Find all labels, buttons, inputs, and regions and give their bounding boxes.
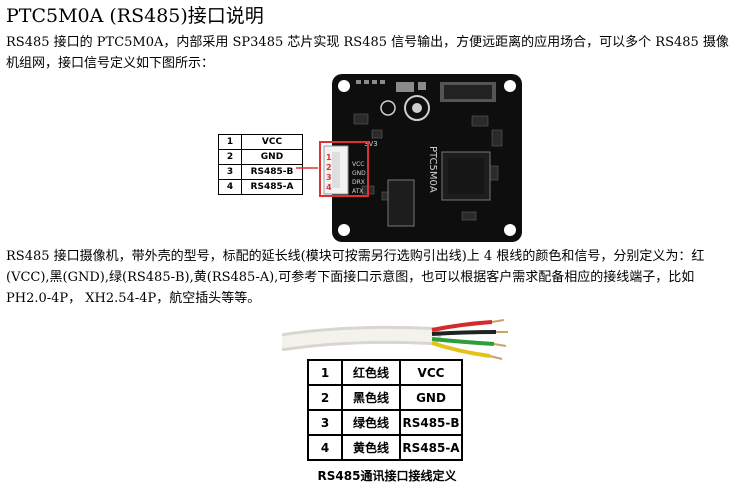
- wire-signal: RS485-A: [399, 434, 463, 461]
- pin-definition-table: 1 VCC 2 GND 3 RS485-B 4 RS485-A: [218, 134, 303, 195]
- wire-color: 红色线: [341, 359, 401, 386]
- wire-color: 黑色线: [341, 384, 401, 411]
- wire-paragraph: RS485 接口摄像机，带外壳的型号，标配的延长线(模块可按需另行选购引出线)上…: [6, 249, 705, 306]
- wire-signal: GND: [399, 384, 463, 411]
- wire-color: 黄色线: [341, 434, 401, 461]
- wire-table-caption: RS485通讯接口接线定义: [317, 469, 457, 483]
- green-wire: [431, 337, 495, 346]
- table-row: 4 黄色线 RS485-A: [307, 434, 463, 461]
- black-wire: [431, 330, 497, 336]
- silk-3v3: 3V3: [364, 140, 378, 148]
- extension-cable-image: [275, 312, 512, 370]
- table-row: 4 RS485-A: [218, 179, 303, 195]
- header-pads: [356, 80, 426, 92]
- wire-signal: VCC: [399, 359, 463, 386]
- mounting-hole: [504, 224, 516, 236]
- cable-drawing: [275, 319, 508, 360]
- copper-ends: [489, 319, 508, 360]
- table-row: 2 GND: [218, 149, 303, 165]
- pin-number: 1: [218, 134, 242, 150]
- gear-icon: [404, 95, 430, 121]
- pin-signal: RS485-A: [241, 179, 303, 195]
- yellow-wire: [431, 341, 491, 358]
- camera-board-drawing: PTC5M0A 3V3 VCC GND DRX ATX 1 2 3 4: [296, 74, 522, 242]
- wire-color: 绿色线: [341, 409, 401, 436]
- pin-number: 2: [218, 149, 242, 165]
- wire-number: 4: [307, 434, 343, 461]
- mounting-hole: [338, 80, 350, 92]
- camera-board-image: PTC5M0A 3V3 VCC GND DRX ATX 1 2 3 4: [292, 70, 524, 246]
- table-row: 1 红色线 VCC: [307, 359, 463, 386]
- wire-number: 1: [307, 359, 343, 386]
- pin-label: 2: [326, 163, 332, 172]
- connector-highlight: [319, 141, 369, 197]
- intro-paragraph: RS485 接口的 PTC5M0A，内部采用 SP3485 芯片实现 RS485…: [6, 35, 729, 71]
- wire-number: 3: [307, 409, 343, 436]
- red-wire: [431, 320, 493, 332]
- silk-atx: ATX: [352, 188, 363, 195]
- pin-label: 3: [326, 173, 332, 182]
- mounting-hole: [504, 80, 516, 92]
- silk-gnd: GND: [352, 170, 366, 177]
- pin-number: 3: [218, 164, 242, 180]
- table-row: 3 RS485-B: [218, 164, 303, 180]
- board-model-label: PTC5M0A: [427, 146, 438, 193]
- table-row: 1 VCC: [218, 134, 303, 150]
- mounting-hole: [338, 224, 350, 236]
- table-row: 2 黑色线 GND: [307, 384, 463, 411]
- rs485-chip: [387, 179, 415, 227]
- pin-label: 1: [326, 153, 332, 162]
- pin-number: 4: [218, 179, 242, 195]
- wire-number: 2: [307, 384, 343, 411]
- wire-definition-table: 1 红色线 VCC 2 黑色线 GND 3 绿色线 RS485-B 4 黄色线 …: [307, 359, 463, 461]
- table-row: 3 绿色线 RS485-B: [307, 409, 463, 436]
- silk-drx: DRX: [352, 179, 365, 186]
- wire-signal: RS485-B: [399, 409, 463, 436]
- silk-vcc: VCC: [352, 161, 364, 168]
- page-title: PTC5M0A (RS485)接口说明: [6, 5, 264, 27]
- pin-label: 4: [326, 183, 332, 192]
